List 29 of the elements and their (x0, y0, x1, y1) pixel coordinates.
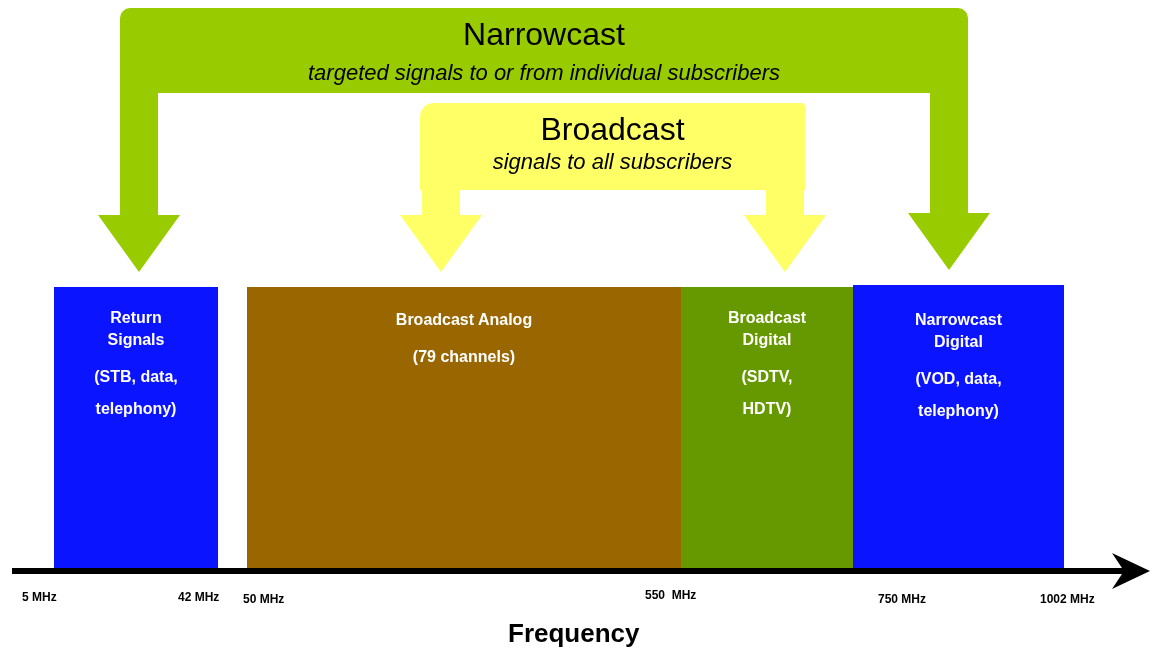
frequency-block (247, 287, 681, 568)
bracket-band (120, 8, 968, 93)
block-description: (VOD, data, telephony) (914, 369, 1003, 421)
tick-label: 5 MHz (22, 590, 57, 604)
tick-label: 42 MHz (178, 590, 220, 604)
tick-label: 750 MHz (878, 592, 927, 606)
block-description: (STB, data, telephony) (93, 367, 179, 419)
arrow (908, 93, 990, 270)
block-title: Broadcast Digital (726, 308, 808, 350)
tick-label: 1002 MHz (1040, 592, 1095, 606)
block-title: Broadcast Analog (395, 310, 533, 330)
tick-label: 550 MHz (645, 588, 697, 602)
bracket-band (420, 103, 805, 190)
arrow (98, 93, 180, 272)
band-title: Narrowcast (462, 16, 626, 53)
band-title: Broadcast (539, 111, 686, 148)
frequency-block (54, 287, 218, 568)
band-subtitle: targeted signals to or from individual subscribers (307, 60, 781, 86)
block-title: Narrowcast Digital (913, 310, 1004, 352)
block-title: Return Signals (106, 308, 166, 350)
frequency-block (853, 285, 1064, 568)
band-subtitle: signals to all subscribers (491, 149, 734, 175)
tick-label: 50 MHz (243, 592, 285, 606)
axis-title: Frequency (508, 618, 640, 649)
block-description: (SDTV, HDTV) (740, 367, 794, 419)
arrow (400, 190, 482, 272)
block-description: (79 channels) (412, 347, 516, 367)
frequency-block (681, 287, 853, 568)
arrow (744, 190, 826, 272)
